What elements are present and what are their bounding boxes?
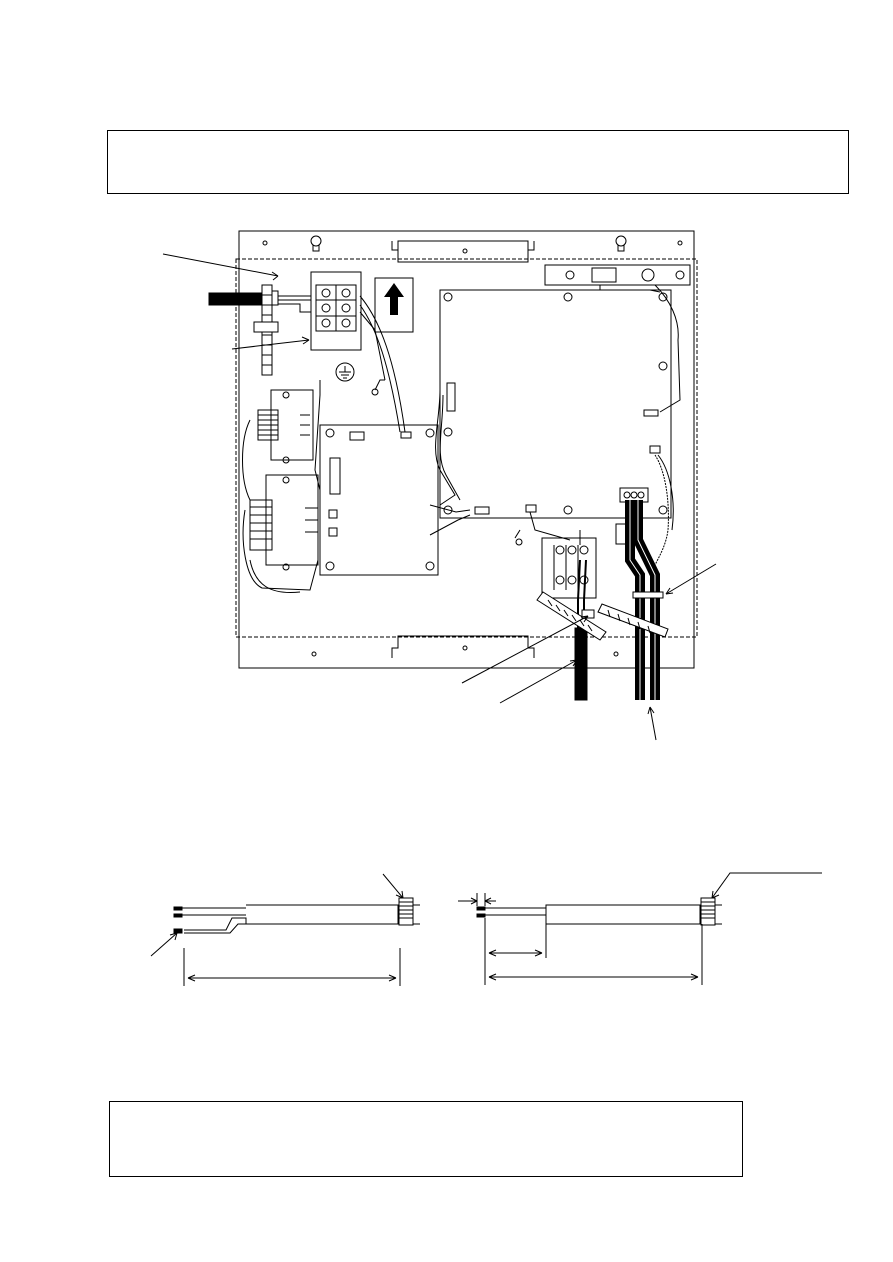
top-right-components xyxy=(544,264,691,413)
leader-clamp-top xyxy=(162,253,279,277)
bottom-note-box xyxy=(109,1101,743,1177)
cable-ties xyxy=(536,591,669,641)
left-pcb xyxy=(319,424,439,576)
cable-prep-left xyxy=(150,873,420,986)
leader-tie-2 xyxy=(499,659,578,704)
dim-right-short xyxy=(484,918,547,985)
panel-inner-dashed xyxy=(235,258,698,638)
connector-left-c xyxy=(329,457,341,495)
bottom-tab xyxy=(391,635,535,658)
top-note-box xyxy=(107,130,849,194)
callout-lines xyxy=(162,253,717,741)
transformer-lower xyxy=(249,474,319,571)
dim-left-length xyxy=(183,948,401,986)
connector-cn2 xyxy=(643,409,659,417)
connector-cn1 xyxy=(446,382,456,412)
connector-left-d xyxy=(328,509,338,519)
pcb-screws xyxy=(443,292,668,515)
leader-cable-bottom xyxy=(649,706,657,741)
connector-left-b xyxy=(400,431,412,439)
dim-right-length xyxy=(489,924,703,985)
leader-clamp-right xyxy=(665,563,717,595)
connector-cn5 xyxy=(525,504,537,513)
connector-left-a xyxy=(349,431,365,441)
main-pcb xyxy=(421,289,672,551)
dim-strip-length xyxy=(458,893,496,906)
power-cable-strap-left xyxy=(253,284,279,376)
remote-controller-cables xyxy=(625,500,660,700)
keyhole-left-icon xyxy=(310,235,322,252)
leader-terminal-top xyxy=(231,339,310,350)
transformer-upper xyxy=(257,389,314,464)
keyhole-right-icon xyxy=(615,235,627,252)
cable-prep-right xyxy=(458,872,822,985)
orientation-label xyxy=(374,277,414,333)
top-tab xyxy=(391,240,535,251)
leader-marker-left xyxy=(382,873,404,899)
internal-wiring xyxy=(242,295,674,594)
ground-symbol-icon xyxy=(335,362,355,382)
power-terminal-block xyxy=(310,271,362,351)
up-arrow-icon xyxy=(384,283,404,315)
connector-cn4 xyxy=(474,506,490,515)
connector-left-e xyxy=(328,527,338,537)
leader-marker-right xyxy=(711,872,822,899)
signal-terminal-block xyxy=(541,537,597,599)
connector-cn3 xyxy=(649,445,661,454)
leader-wire-left xyxy=(150,932,178,957)
leader-tie-1 xyxy=(461,615,589,684)
